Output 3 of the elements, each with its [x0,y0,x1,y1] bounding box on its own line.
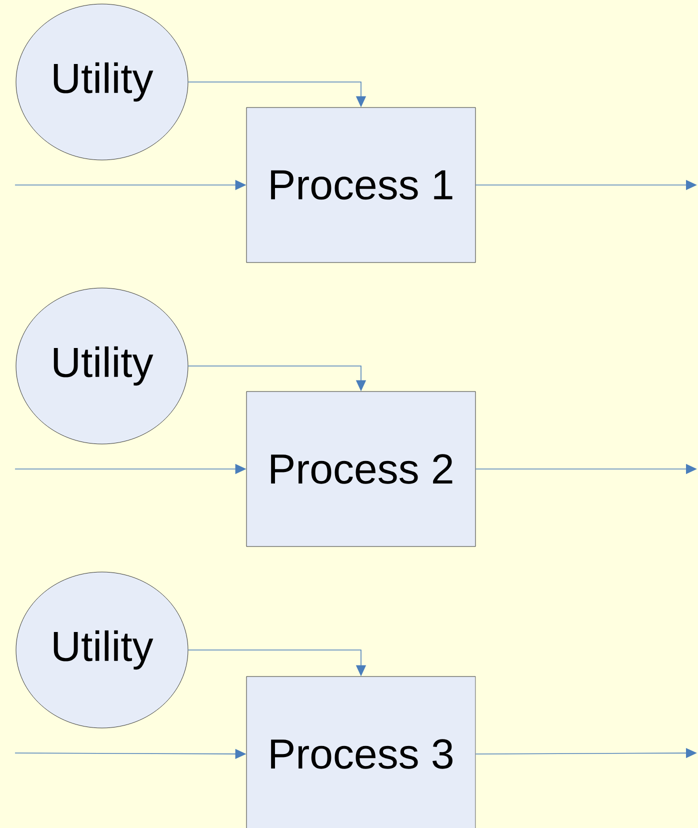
process-box: Process 2 [246,391,476,547]
process-box: Process 3 [246,676,476,828]
process-box: Process 1 [246,107,476,263]
